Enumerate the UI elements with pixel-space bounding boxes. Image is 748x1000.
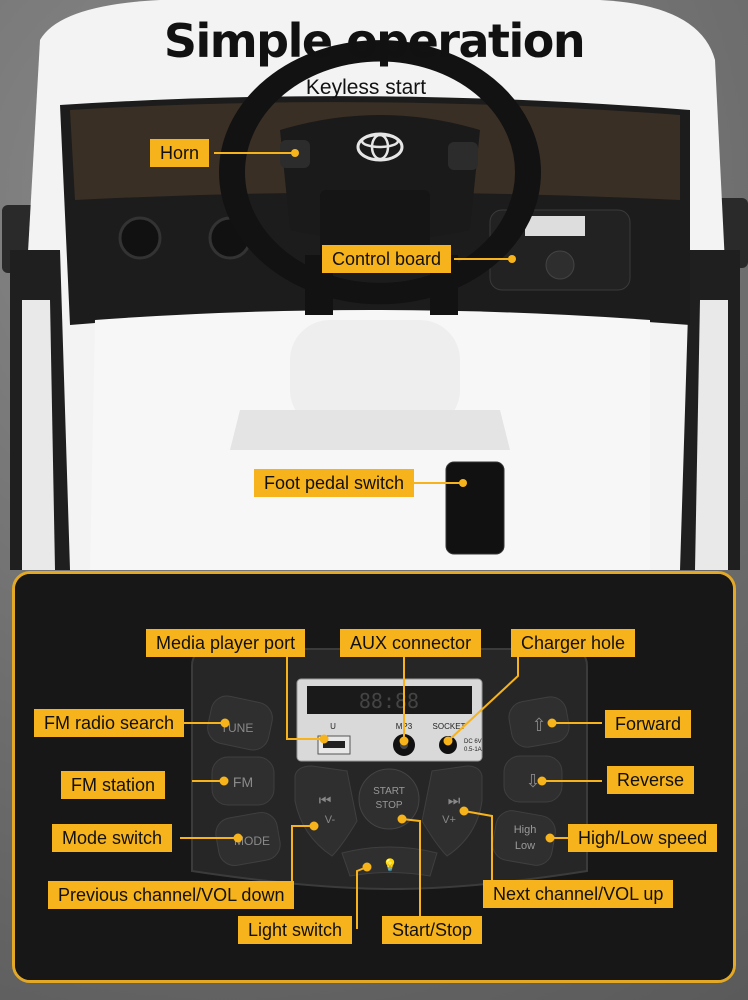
callout-foot-pedal-switch: Foot pedal switch	[254, 469, 415, 497]
page-title: Simple operation	[163, 14, 586, 68]
callout-horn: Horn	[150, 139, 210, 167]
start-label: START	[373, 786, 405, 797]
callout-previous-channel-vol-down: Previous channel/VOL down	[48, 881, 295, 909]
lightbulb-icon: 💡	[383, 858, 398, 872]
forward-button	[508, 696, 570, 748]
arrow-up-icon: ⇧	[531, 715, 546, 736]
reverse-button	[503, 755, 563, 803]
page-subtitle: Keyless start	[305, 76, 427, 99]
mode-button-label: MODE	[234, 834, 270, 848]
port-label-socket: SOCKET	[433, 722, 466, 731]
callout-next-channel-vol-up: Next channel/VOL up	[483, 880, 674, 908]
arrow-down-icon: ⇩	[525, 771, 540, 792]
callout-light-switch: Light switch	[238, 916, 353, 944]
callout-forward: Forward	[605, 710, 692, 738]
high-label: High	[514, 824, 537, 836]
control-panel-closeup: 88:88 U MP3 SOCKET DC 6V 0.5-1A TUNE FM …	[12, 571, 736, 983]
start-stop-button	[358, 768, 420, 830]
tune-button	[207, 695, 273, 751]
callout-reverse: Reverse	[607, 766, 695, 794]
socket-spec-2: 0.5-1A	[464, 747, 482, 753]
callout-mode-switch: Mode switch	[52, 824, 173, 852]
next-button	[421, 765, 483, 857]
callout-high-low-speed: High/Low speed	[568, 824, 718, 852]
callout-fm-radio-search: FM radio search	[34, 709, 185, 737]
callout-aux-connector: AUX connector	[340, 629, 482, 657]
car-top-view	[2, 0, 748, 570]
callout-media-player-port: Media player port	[146, 629, 306, 657]
vol-down-label: V-	[325, 814, 336, 826]
prev-icon: ⏮	[319, 793, 332, 809]
fm-button-label: FM	[233, 774, 253, 790]
speed-button	[492, 810, 556, 866]
port-label-u: U	[330, 722, 336, 731]
socket-spec-1: DC 6V	[464, 739, 482, 745]
callout-fm-station: FM station	[61, 771, 166, 799]
callout-control-board: Control board	[322, 245, 452, 273]
low-label: Low	[515, 840, 535, 852]
stop-label: STOP	[375, 800, 402, 811]
next-icon: ⏭	[448, 793, 461, 809]
display-digits: 88:88	[359, 689, 419, 713]
callout-charger-hole: Charger hole	[511, 629, 636, 657]
callout-start-stop: Start/Stop	[382, 916, 483, 944]
vol-up-label: V+	[442, 814, 456, 826]
mode-button	[215, 812, 281, 866]
